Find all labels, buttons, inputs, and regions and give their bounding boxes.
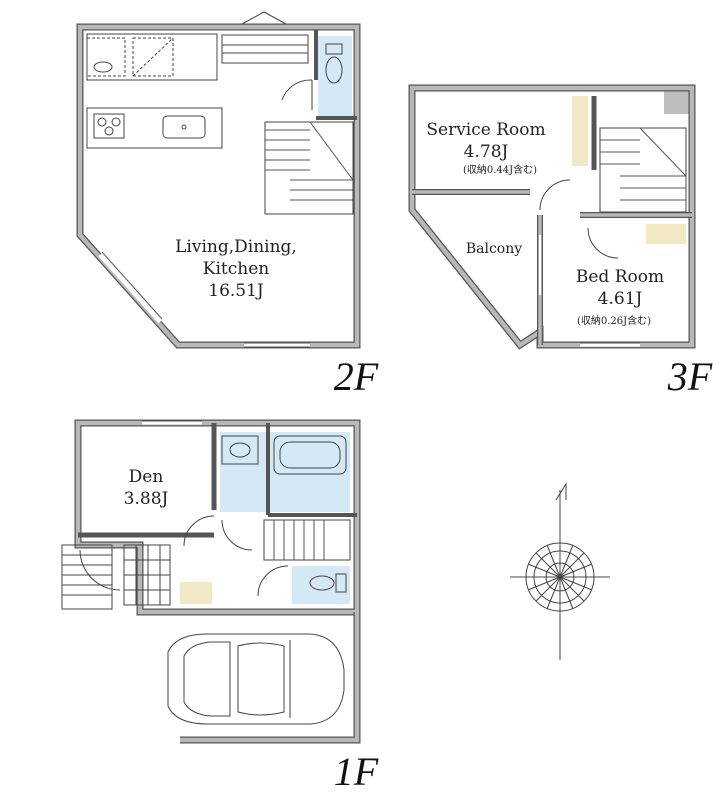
window xyxy=(221,34,309,64)
service-room-size: 4.78J xyxy=(464,142,509,162)
compass-icon xyxy=(510,482,610,660)
sink-icon xyxy=(93,61,113,73)
floor-label-3f: 3F xyxy=(667,354,713,399)
storage-bed xyxy=(646,224,686,244)
sink-icon xyxy=(162,115,206,139)
stove-icon xyxy=(93,113,125,139)
toilet-icon xyxy=(325,43,343,84)
balcony-name: Balcony xyxy=(466,241,522,257)
floor-2f: Living,Dining, Kitchen 16.51J 2F xyxy=(76,11,379,399)
bed-room-name: Bed Room xyxy=(576,267,664,287)
kitchen-back-counter xyxy=(86,33,218,81)
ldk-name-line2: Kitchen xyxy=(203,259,269,279)
gable-mark xyxy=(241,11,287,25)
den-name: Den xyxy=(129,467,164,487)
sink-cabinet xyxy=(86,37,126,77)
entry-steps xyxy=(61,544,113,610)
ldk-name-line1: Living,Dining, xyxy=(175,237,297,257)
storage-service xyxy=(572,96,588,166)
fridge-space xyxy=(132,37,174,77)
stairs-icon xyxy=(264,121,354,215)
roof-void xyxy=(664,88,692,114)
floor-label-2f: 2F xyxy=(334,354,379,399)
toilet-area-1f xyxy=(292,566,350,604)
toilet-area xyxy=(318,36,352,118)
service-room-note: (収納0.44J含む) xyxy=(463,163,537,176)
toilet-icon xyxy=(309,573,347,593)
car-icon xyxy=(167,633,345,725)
parking-wall xyxy=(180,612,361,744)
ldk-size: 16.51J xyxy=(208,281,264,301)
washbasin xyxy=(221,435,259,465)
bed-room-size: 4.61J xyxy=(598,289,643,309)
floor-3f: Service Room 4.78J (収納0.44J含む) Balcony B… xyxy=(408,84,713,399)
bathtub-icon xyxy=(273,435,347,475)
service-room-name: Service Room xyxy=(426,120,545,140)
stairs-icon xyxy=(599,127,687,213)
washroom-area xyxy=(220,432,350,512)
kitchen-island xyxy=(86,107,223,149)
floor-label-1f: 1F xyxy=(334,749,379,794)
stairs-icon xyxy=(263,519,351,561)
storage-1f xyxy=(180,582,212,604)
bed-room-note: (収納0.26J含む) xyxy=(577,314,651,327)
floor-1f: Den 3.88J 1F xyxy=(61,419,379,794)
den-size: 3.88J xyxy=(124,489,169,509)
